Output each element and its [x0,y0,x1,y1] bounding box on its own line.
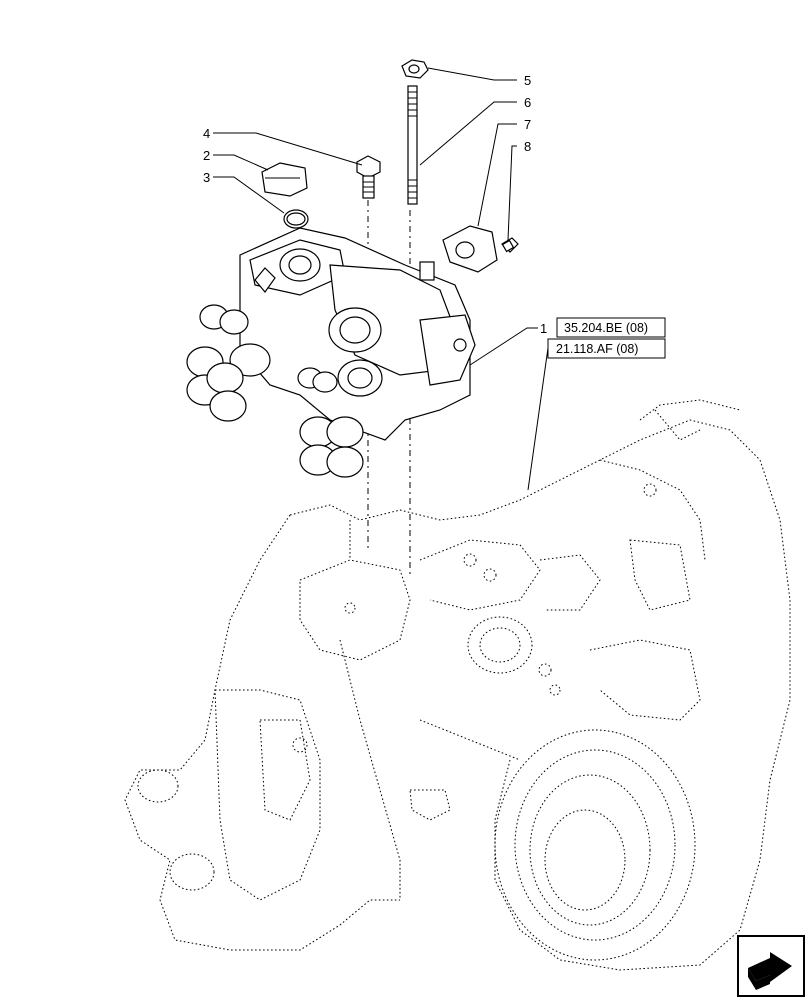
callout-4: 4 [203,126,210,141]
reference-box-1[interactable]: 35.204.BE (08) [556,317,666,338]
reference-box-2[interactable]: 21.118.AF (08) [547,338,666,359]
callout-5: 5 [524,73,531,88]
stud-part [407,85,418,205]
callout-7: 7 [524,117,531,132]
next-page-arrow-icon[interactable] [737,935,805,997]
control-valve-assembly [186,227,476,478]
bolt-part [356,155,381,199]
callout-1: 1 [540,321,547,336]
reference-label-1: 35.204.BE (08) [564,321,648,335]
rear-axle-housing [124,399,791,971]
callout-labels: 4 2 3 5 6 7 8 1 [203,73,547,336]
callout-8: 8 [524,139,531,154]
cover-part [261,162,308,197]
callout-6: 6 [524,95,531,110]
reference-label-2: 21.118.AF (08) [556,342,638,356]
screw-part [501,237,519,253]
flange-part [442,225,498,273]
callout-3: 3 [203,170,210,185]
callout-2: 2 [203,148,210,163]
leader-lines [213,67,549,491]
nut-part [401,59,429,79]
o-ring-part [283,209,309,229]
